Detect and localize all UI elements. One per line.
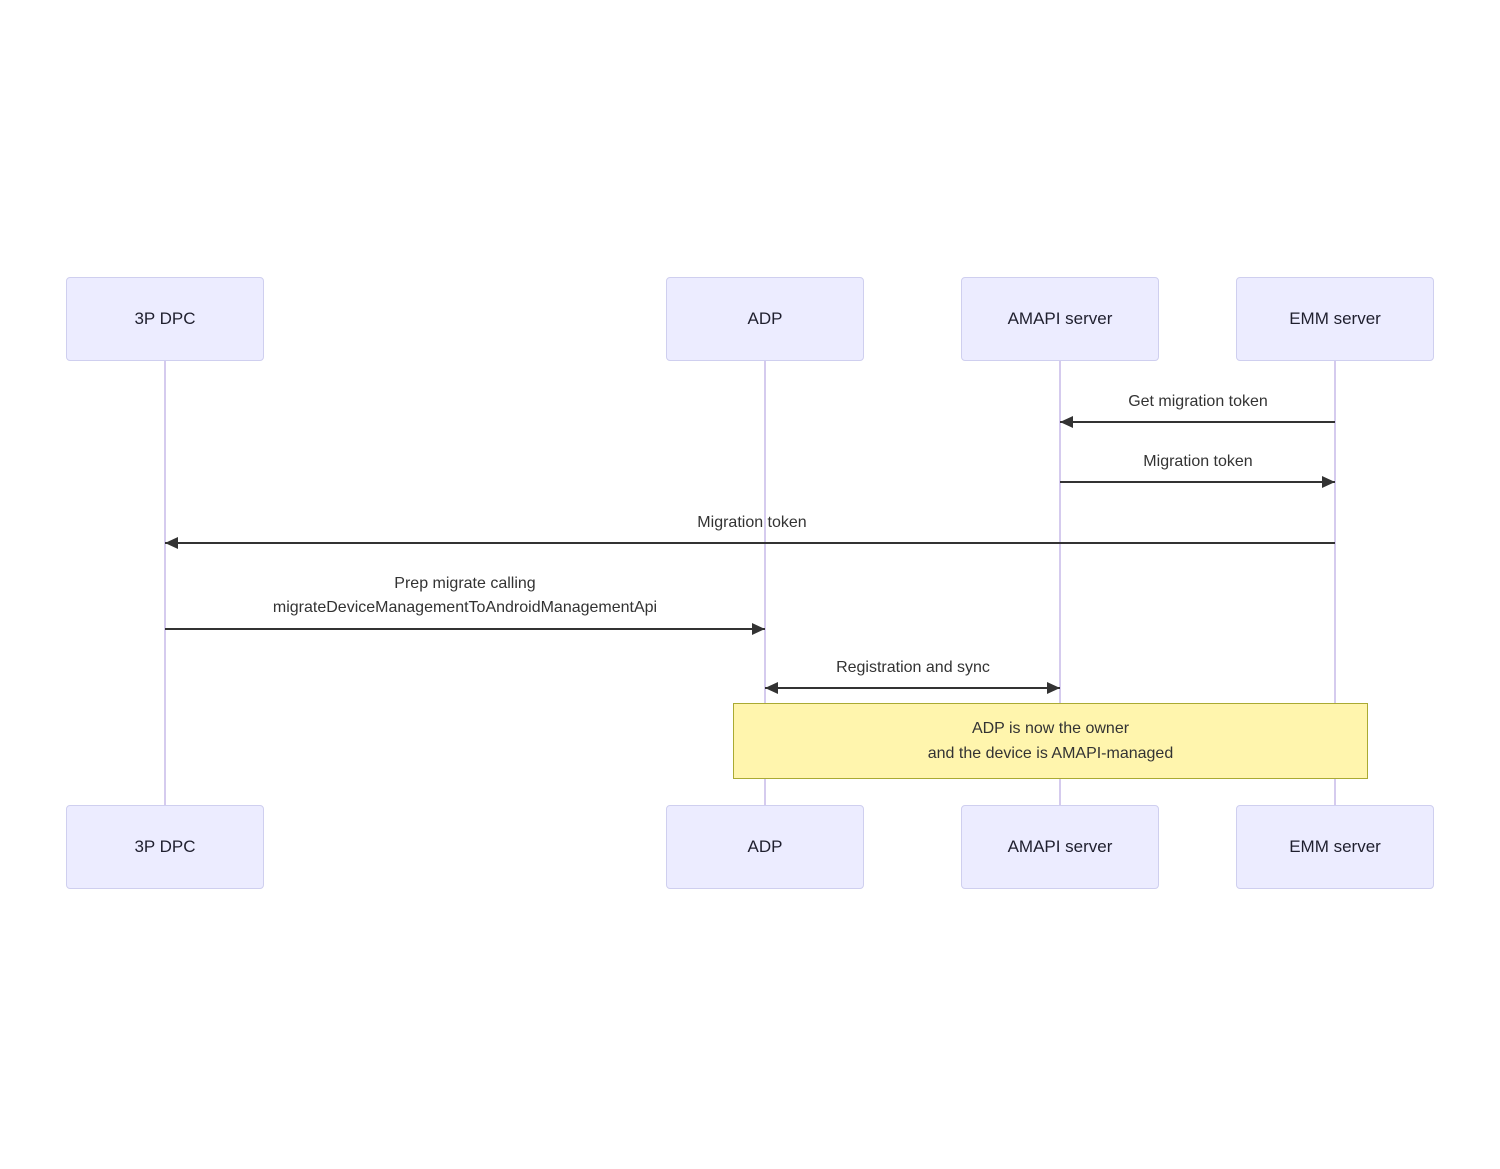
arrowhead-left-icon bbox=[165, 537, 178, 549]
actor-label: EMM server bbox=[1289, 309, 1381, 328]
note-line-1: ADP is now the owner bbox=[971, 720, 1130, 737]
actor-label: 3P DPC bbox=[134, 837, 196, 856]
message-label-migration-token-2: Migration token bbox=[697, 514, 807, 531]
message-line-2: migrateDeviceManagementToAndroidManageme… bbox=[272, 599, 658, 616]
message-arrow-prep-migrate bbox=[165, 628, 765, 630]
note-adp-owner: ADP is now the owner and the device is A… bbox=[733, 703, 1368, 779]
actor-label: ADP bbox=[747, 309, 783, 328]
message-arrow-get-migration-token bbox=[1060, 421, 1335, 423]
message-label-prep-migrate: Prep migrate calling migrateDeviceManage… bbox=[273, 572, 657, 620]
actor-amapi-server-bottom: AMAPI server bbox=[961, 805, 1159, 889]
arrowhead-right-icon bbox=[752, 623, 765, 635]
lifeline-emm-server bbox=[1334, 361, 1336, 806]
actor-amapi-server-top: AMAPI server bbox=[961, 277, 1159, 361]
message-label-migration-token-1: Migration token bbox=[1143, 453, 1253, 470]
actor-label: ADP bbox=[747, 837, 783, 856]
actor-emm-server-bottom: EMM server bbox=[1236, 805, 1434, 889]
lifeline-adp bbox=[764, 361, 766, 806]
actor-3p-dpc-bottom: 3P DPC bbox=[66, 805, 264, 889]
message-line-1: Prep migrate calling bbox=[394, 575, 536, 592]
actor-adp-top: ADP bbox=[666, 277, 864, 361]
actor-emm-server-top: EMM server bbox=[1236, 277, 1434, 361]
arrowhead-right-icon bbox=[1322, 476, 1335, 488]
message-arrow-registration-sync bbox=[765, 687, 1060, 689]
message-label-get-migration-token: Get migration token bbox=[1128, 393, 1268, 410]
actor-label: EMM server bbox=[1289, 837, 1381, 856]
message-arrow-migration-token-1 bbox=[1060, 481, 1335, 483]
arrowhead-left-icon bbox=[765, 682, 778, 694]
actor-label: AMAPI server bbox=[1007, 837, 1113, 856]
lifeline-amapi-server bbox=[1059, 361, 1061, 806]
actor-adp-bottom: ADP bbox=[666, 805, 864, 889]
lifeline-3p-dpc bbox=[164, 361, 166, 806]
arrowhead-right-icon bbox=[1047, 682, 1060, 694]
message-label-registration-sync: Registration and sync bbox=[836, 659, 990, 676]
message-arrow-migration-token-2 bbox=[165, 542, 1335, 544]
actor-label: AMAPI server bbox=[1007, 309, 1113, 328]
arrowhead-left-icon bbox=[1060, 416, 1073, 428]
note-line-2: and the device is AMAPI-managed bbox=[927, 745, 1174, 762]
actor-label: 3P DPC bbox=[134, 309, 196, 328]
actor-3p-dpc-top: 3P DPC bbox=[66, 277, 264, 361]
